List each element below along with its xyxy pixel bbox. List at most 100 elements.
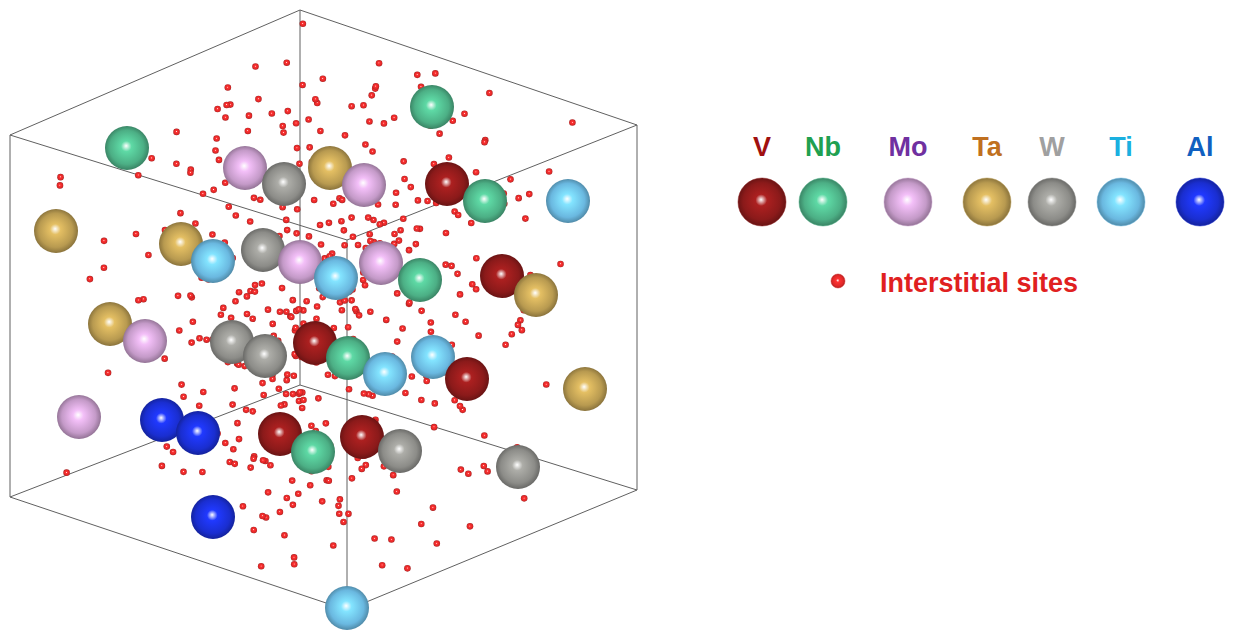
- interstitial-dot: [232, 298, 239, 305]
- interstitial-dot: [318, 241, 325, 248]
- cube-outline: [10, 10, 637, 610]
- interstitial-dot: [187, 169, 194, 176]
- interstitial-dot: [431, 400, 438, 407]
- interstitial-dot: [178, 381, 185, 388]
- interstitial-dot: [180, 469, 187, 476]
- interstitial-dot: [402, 390, 409, 397]
- interstitial-dot: [303, 298, 310, 305]
- interstitial-dot: [392, 201, 399, 208]
- legend-swatch: [1028, 178, 1076, 226]
- interstitial-dot: [557, 261, 564, 268]
- atom-sphere: [34, 209, 78, 253]
- interstitial-dot: [473, 255, 480, 262]
- legend-label: Nb: [805, 134, 841, 161]
- interstitial-dot: [330, 200, 337, 207]
- interstitial-dot: [312, 96, 319, 103]
- interstitial-dot: [225, 84, 232, 91]
- interstitial-dot: [265, 306, 272, 313]
- interstitial-dot: [358, 466, 365, 473]
- interstitial-dot: [369, 148, 376, 155]
- interstitial-dot: [213, 135, 220, 142]
- interstitial-dot: [468, 220, 475, 227]
- atom-sphere: [514, 273, 558, 317]
- interstitial-dot: [376, 60, 383, 67]
- interstitial-dot: [259, 513, 266, 520]
- interstitial-dot: [305, 116, 312, 123]
- interstitial-dot: [173, 129, 180, 136]
- interstitial-dot: [486, 90, 493, 97]
- interstitial-dot: [229, 401, 236, 408]
- interstitial-dot: [484, 468, 491, 475]
- interstitial-dot: [222, 114, 229, 121]
- interstitial-dot: [267, 462, 274, 469]
- interstitial-dot: [418, 308, 425, 315]
- interstitial-dot: [279, 285, 286, 292]
- interstitial-dot: [515, 322, 522, 329]
- interstitial-dot: [252, 288, 259, 295]
- interstitial-dot: [283, 308, 290, 315]
- interstitial-dot: [293, 120, 300, 127]
- interstitial-dot: [244, 311, 251, 318]
- interstitial-dot: [145, 252, 152, 259]
- interstitial-dot: [187, 292, 194, 299]
- interstitial-dot: [283, 59, 290, 66]
- interstitial-dot: [360, 102, 367, 109]
- legend-swatch: [1097, 178, 1145, 226]
- interstitial-dot: [400, 158, 407, 165]
- atom-sphere: [223, 146, 267, 190]
- interstitial-dot: [325, 371, 332, 378]
- interstitial-dot: [170, 449, 177, 456]
- interstitial-dot: [209, 231, 216, 238]
- interstitial-dot: [569, 119, 576, 126]
- interstitial-dot: [330, 542, 337, 549]
- interstitial-dot: [457, 291, 464, 298]
- interstitial-dot: [480, 463, 487, 470]
- atom-sphere: [57, 395, 101, 439]
- interstitial-dot: [200, 389, 207, 396]
- interstitial-dot: [508, 331, 515, 338]
- interstitial-dot: [231, 385, 238, 392]
- interstitial-dot: [348, 103, 355, 110]
- interstitial-dot: [296, 160, 303, 167]
- interstitial-dot: [399, 325, 406, 332]
- interstitial-dot: [300, 397, 307, 404]
- interstitial-dot: [306, 233, 313, 240]
- interstitial-dot: [290, 297, 297, 304]
- interstitial-dot: [342, 132, 349, 139]
- interstitial-dot: [311, 197, 318, 204]
- interstitial-dot: [293, 230, 300, 237]
- interstitial-dot: [418, 521, 425, 528]
- interstitial-dot: [341, 242, 348, 249]
- atom-sphere: [463, 179, 507, 223]
- interstitial-dot: [180, 393, 187, 400]
- interstitial-dot: [277, 308, 284, 315]
- interstitial-dot: [391, 231, 398, 238]
- interstitial-dot: [326, 220, 333, 227]
- interstitial-dot: [284, 371, 291, 378]
- interstitial-dot: [281, 532, 288, 539]
- interstitial-dot: [443, 230, 450, 237]
- interstitial-dot: [348, 214, 355, 221]
- atom-sphere: [425, 162, 469, 206]
- interstitial-dot: [57, 182, 64, 189]
- interstitial-dot: [297, 389, 304, 396]
- atom-sphere: [105, 126, 149, 170]
- interstitial-dot: [284, 495, 291, 502]
- interstitial-dot: [433, 540, 440, 547]
- interstitial-dot: [366, 231, 373, 238]
- atom-sphere: [123, 319, 167, 363]
- interstitial-dot: [285, 108, 292, 115]
- interstitial-dot: [135, 297, 142, 304]
- interstitial-dot: [250, 527, 257, 534]
- interstitial-dot: [458, 466, 465, 473]
- interstitial-dot: [283, 377, 290, 384]
- interstitial-dot: [320, 75, 327, 82]
- interstitial-dot: [317, 128, 324, 135]
- interstitial-dot: [289, 477, 296, 484]
- legend-swatch: [799, 178, 847, 226]
- interstitial-dot: [175, 293, 182, 300]
- atom-sphere: [410, 85, 454, 129]
- interstitial-dot: [255, 96, 262, 103]
- interstitial-dot: [409, 373, 416, 380]
